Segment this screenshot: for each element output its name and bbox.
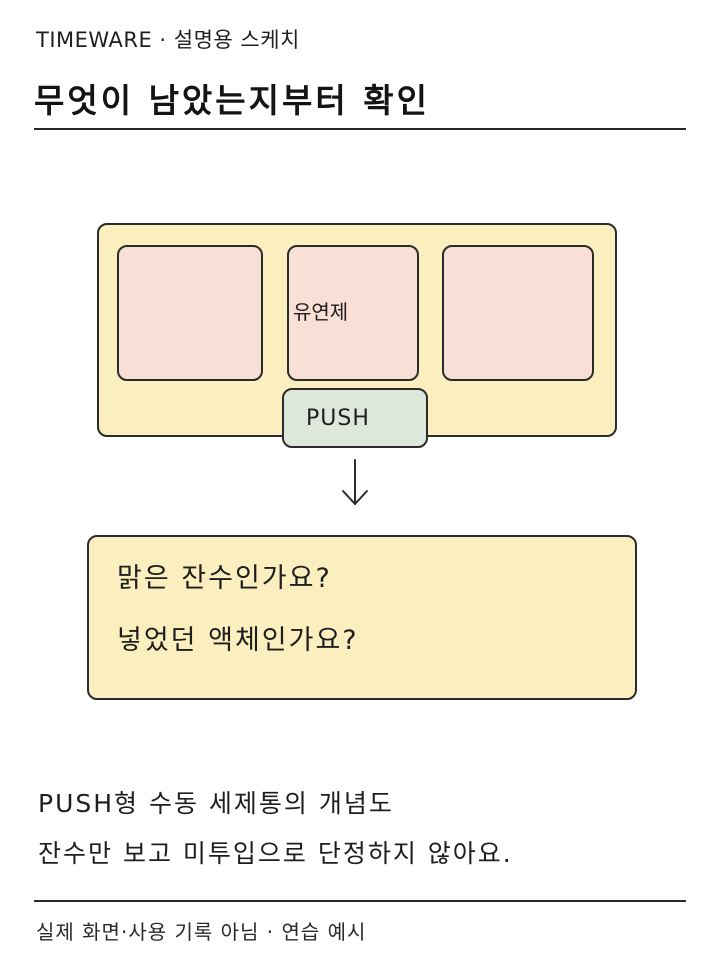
compartment-right bbox=[442, 245, 594, 381]
bottom-divider bbox=[34, 900, 686, 902]
note-line-2: 잔수만 보고 미투입으로 단정하지 않아요. bbox=[38, 839, 513, 868]
note-line-1: PUSH형 수동 세제통의 개념도 bbox=[38, 789, 394, 818]
eyebrow-label: TIMEWARE · 설명용 스케치 bbox=[36, 28, 300, 52]
arrow-down-icon bbox=[342, 459, 368, 505]
softener-label: 유연제 bbox=[293, 300, 349, 324]
compartment-left bbox=[117, 245, 263, 381]
footer-disclaimer: 실제 화면·사용 기록 아님 · 연습 예시 bbox=[36, 920, 367, 944]
push-button[interactable]: PUSH bbox=[282, 388, 428, 448]
page-title: 무엇이 남았는지부터 확인 bbox=[34, 81, 430, 120]
compartment-softener bbox=[287, 245, 419, 381]
top-divider bbox=[34, 128, 686, 130]
question-box bbox=[87, 535, 637, 700]
question-added-liquid: 넣었던 액체인가요? bbox=[117, 625, 359, 656]
question-clear-water: 맑은 잔수인가요? bbox=[117, 563, 332, 594]
